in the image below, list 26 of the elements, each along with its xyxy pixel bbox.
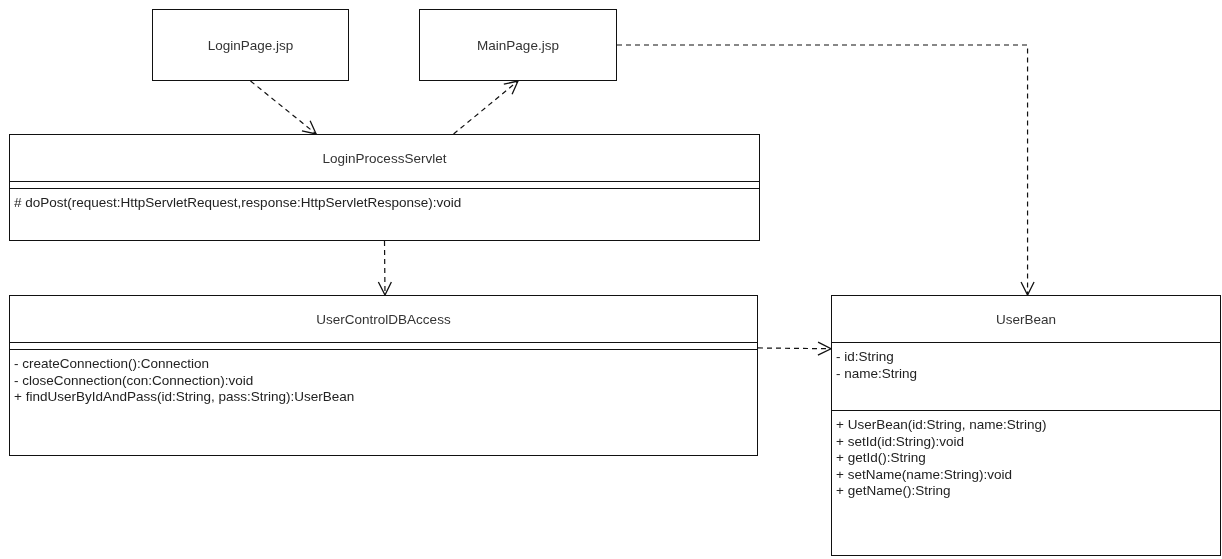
page-name: MainPage.jsp: [477, 37, 559, 53]
page-name: LoginPage.jsp: [207, 37, 294, 53]
class-member: + setName(name:String):void: [836, 466, 1012, 483]
class-name: UserControlDBAccess: [316, 311, 451, 327]
class-member: - createConnection():Connection: [14, 356, 210, 373]
dependency-arrow: [453, 80, 519, 135]
class-box: [9, 295, 758, 456]
class-box: [9, 134, 760, 241]
class-member: - id:String: [836, 349, 894, 366]
class-member: - closeConnection(con:Connection):void: [14, 372, 254, 389]
class-member: # doPost(request:HttpServletRequest,response:HttpServletResponse):void: [14, 195, 462, 212]
class-name: LoginProcessServlet: [322, 150, 447, 166]
class-member: + getId():String: [836, 450, 926, 467]
dependency-arrow: [757, 341, 832, 356]
class-name: UserBean: [995, 311, 1056, 327]
class-member: + setId(id:String):void: [836, 433, 964, 450]
class-member: + getName():String: [836, 483, 951, 500]
page-box: [419, 9, 617, 81]
class-member: + UserBean(id:String, name:String): [836, 417, 1047, 434]
dependency-arrow: [249, 80, 317, 135]
dependency-arrow: [616, 44, 1035, 296]
class-box: [831, 295, 1221, 556]
page-box: [152, 9, 349, 81]
class-member: + findUserByIdAndPass(id:String, pass:String):UserBean: [14, 389, 355, 406]
dependency-arrow: [377, 240, 393, 296]
class-member: - name:String: [836, 365, 918, 382]
